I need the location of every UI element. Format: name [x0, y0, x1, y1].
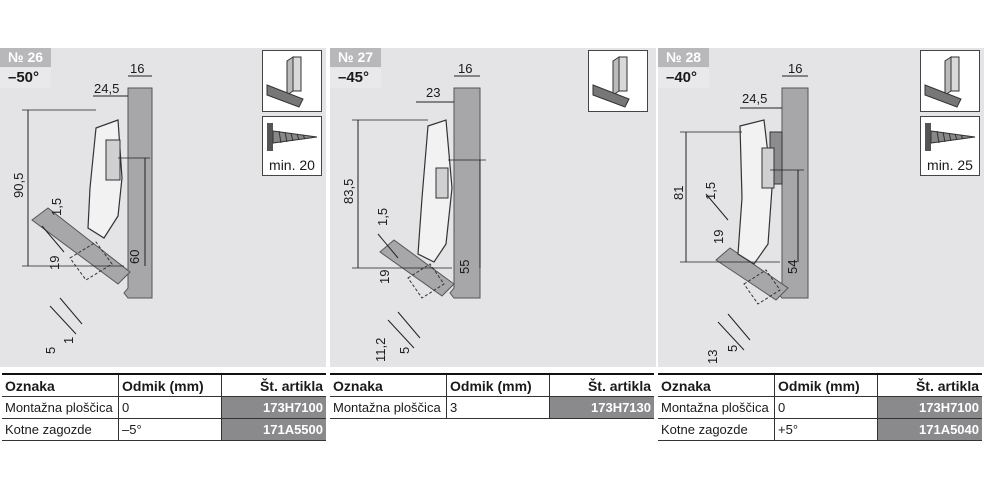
dim-height: 90,5: [11, 172, 26, 198]
panel-28: № 28 –40° 16 24,5 81 1,5 19 54 5 13 min.…: [658, 48, 984, 367]
col-oznaka: Oznaka: [658, 373, 775, 397]
dim-inner: 60: [127, 249, 142, 264]
panel-26: № 26 –50° 16 24,5 90,5 1,5 19 60 1 5 min…: [0, 48, 326, 367]
dim-small: 1,5: [703, 181, 718, 200]
dim-b2: 5: [43, 346, 58, 354]
col-oznaka: Oznaka: [330, 373, 447, 397]
dim-top-right: 16: [130, 61, 145, 76]
dim-height: 83,5: [341, 178, 356, 204]
dim-b1: 5: [725, 344, 740, 352]
dim-diag: 19: [711, 229, 726, 244]
hinge-drawing-28: [680, 75, 809, 351]
variant-number: № 28: [658, 48, 709, 67]
col-artikel: Št. artikla: [877, 373, 982, 397]
col-artikel: Št. artikla: [221, 373, 326, 397]
cell-artikel: 173H7130: [549, 396, 654, 419]
cell-oznaka: Montažna ploščica: [2, 396, 119, 419]
variant-number: № 26: [0, 48, 51, 67]
hinge-drawing-26: [22, 75, 153, 335]
cell-oznaka: Montažna ploščica: [658, 396, 775, 419]
table-row: Kotne zagozde +5° 171A5040: [658, 418, 982, 441]
dim-top-right: 16: [458, 61, 473, 76]
table-row: Montažna ploščica 0 173H7100: [658, 396, 982, 419]
screw-icon-box: min. 25: [920, 116, 980, 176]
cell-odmik: 0: [774, 396, 878, 419]
dim-height: 81: [671, 185, 686, 200]
spec-table-26: Oznaka Odmik (mm) Št. artikla Montažna p…: [2, 373, 326, 441]
cell-artikel: 173H7100: [221, 396, 326, 419]
col-odmik: Odmik (mm): [118, 373, 222, 397]
mount-icon-box: [920, 50, 980, 112]
dim-small: 1,5: [49, 197, 64, 216]
hinge-drawing-27: [352, 75, 486, 349]
mount-icon-box: [588, 50, 648, 112]
dim-diag: 19: [47, 255, 62, 270]
dim-b2: 11,2: [373, 337, 388, 362]
dim-b1: 5: [397, 346, 412, 354]
cell-oznaka: Montažna ploščica: [330, 396, 447, 419]
cell-oznaka: Kotne zagozde: [2, 418, 119, 441]
cell-oznaka: Kotne zagozde: [658, 418, 775, 441]
dim-top: 24,5: [94, 81, 120, 96]
variant-number: № 27: [330, 48, 381, 67]
col-odmik: Odmik (mm): [446, 373, 550, 397]
dim-b2: 13: [705, 349, 720, 364]
screw-icon-box: min. 20: [262, 116, 322, 176]
opening-angle: –45°: [330, 68, 381, 88]
opening-angle: –40°: [658, 68, 709, 88]
col-odmik: Odmik (mm): [774, 373, 878, 397]
opening-angle: –50°: [0, 68, 51, 88]
cell-odmik: 0: [118, 396, 222, 419]
cell-artikel: 171A5040: [877, 418, 982, 441]
dim-top: 24,5: [742, 91, 768, 106]
screw-length: min. 20: [269, 157, 315, 173]
dim-inner: 55: [457, 259, 472, 274]
cell-odmik: –5°: [118, 418, 222, 441]
dim-diag: 19: [377, 269, 392, 284]
mount-plate-icon: [266, 56, 304, 108]
cell-odmik: +5°: [774, 418, 878, 441]
spec-table-27: Oznaka Odmik (mm) Št. artikla Montažna p…: [330, 373, 654, 419]
mount-plate-icon: [924, 56, 962, 108]
dim-small: 1,5: [375, 207, 390, 226]
dim-top-right: 16: [788, 61, 803, 76]
mount-plate-icon: [592, 56, 630, 108]
table-header: Oznaka Odmik (mm) Št. artikla: [330, 373, 654, 397]
screw-icon: [925, 123, 976, 151]
table-header: Oznaka Odmik (mm) Št. artikla: [658, 373, 982, 397]
screw-length: min. 25: [927, 157, 973, 173]
dim-inner: 54: [785, 259, 800, 274]
spec-table-28: Oznaka Odmik (mm) Št. artikla Montažna p…: [658, 373, 982, 441]
table-header: Oznaka Odmik (mm) Št. artikla: [2, 373, 326, 397]
table-row: Kotne zagozde –5° 171A5500: [2, 418, 326, 441]
cell-artikel: 173H7100: [877, 396, 982, 419]
table-row: Montažna ploščica 0 173H7100: [2, 396, 326, 419]
cell-artikel: 171A5500: [221, 418, 326, 441]
dim-b1: 1: [61, 336, 76, 344]
dim-top: 23: [426, 85, 441, 100]
mount-icon-box: [262, 50, 322, 112]
screw-icon: [267, 123, 318, 151]
table-row: Montažna ploščica 3 173H7130: [330, 396, 654, 419]
cell-odmik: 3: [446, 396, 550, 419]
panel-27: № 27 –45° 16 23 83,5 1,5 19 55 5 11,2: [330, 48, 656, 367]
col-oznaka: Oznaka: [2, 373, 119, 397]
col-artikel: Št. artikla: [549, 373, 654, 397]
